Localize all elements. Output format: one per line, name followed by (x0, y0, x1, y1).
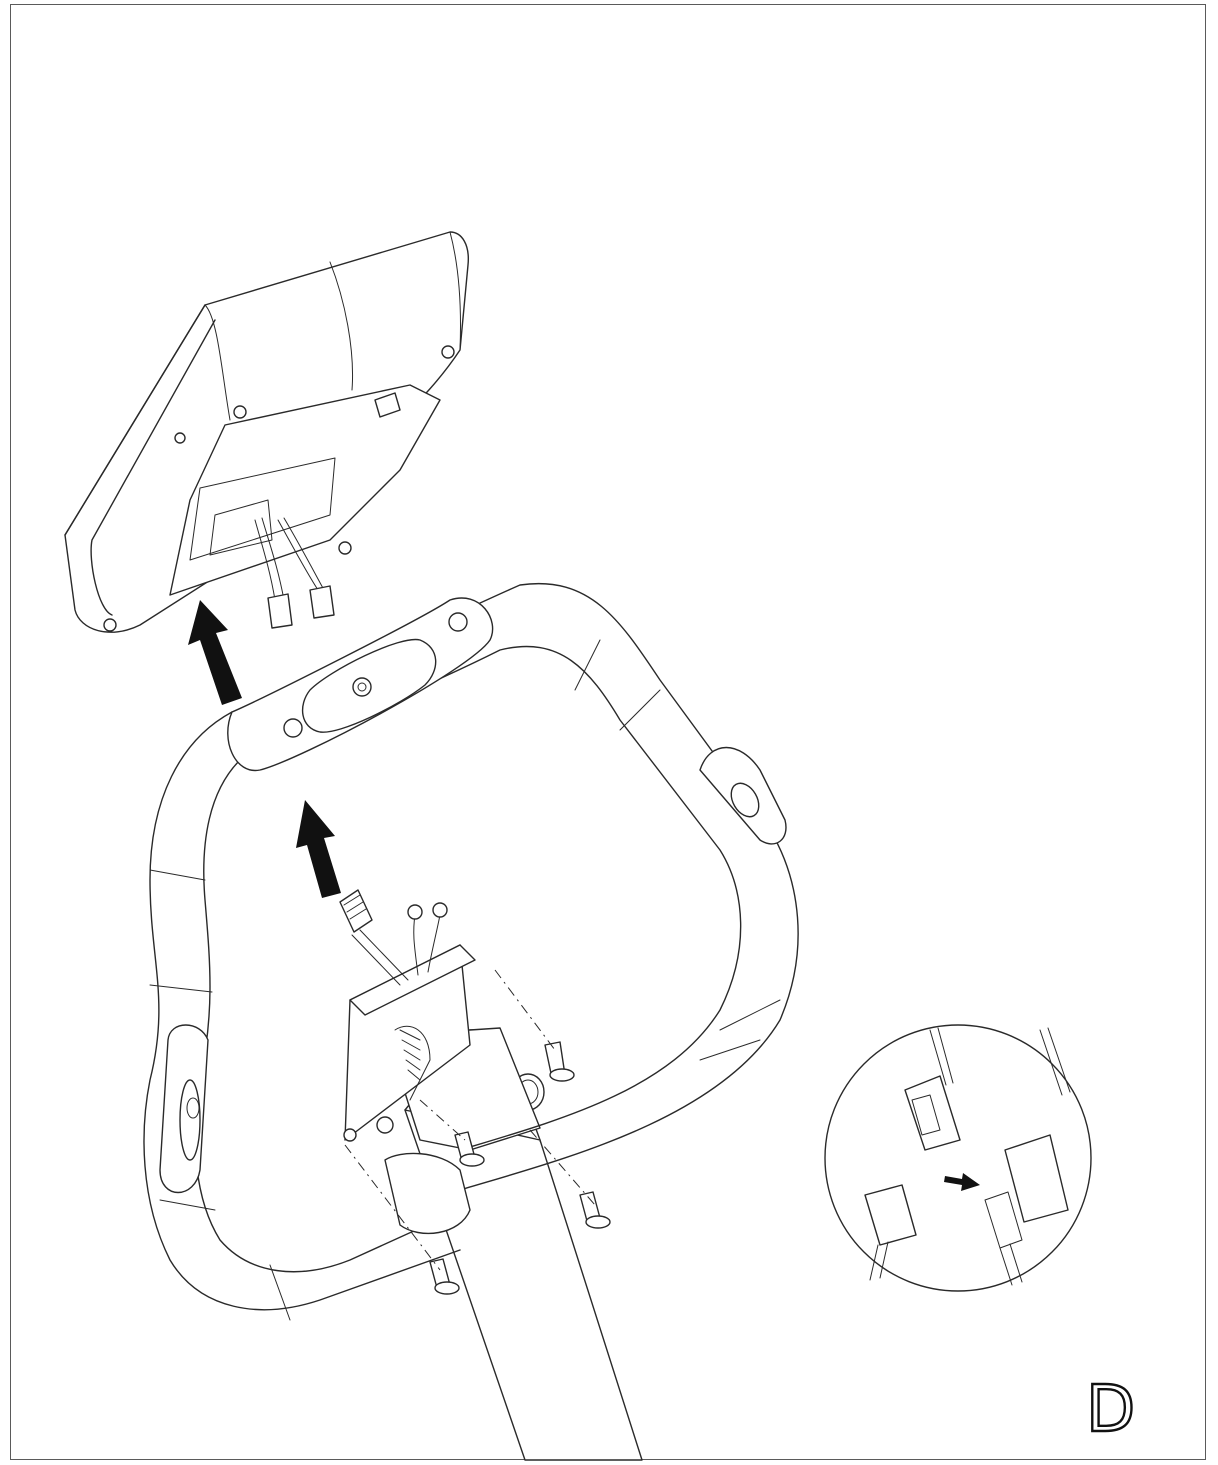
handlebar-icon (143, 583, 799, 1321)
connector-detail-icon (824, 1024, 1092, 1292)
console-icon (64, 231, 469, 633)
alignment-lines (344, 969, 596, 1271)
up-arrow-icon (188, 600, 341, 898)
step-label: D (1085, 1373, 1137, 1447)
screw-icon (429, 1041, 611, 1295)
mast-icon (384, 1027, 643, 1461)
cable-icon (339, 889, 448, 986)
mount-plate-icon (343, 944, 476, 1142)
